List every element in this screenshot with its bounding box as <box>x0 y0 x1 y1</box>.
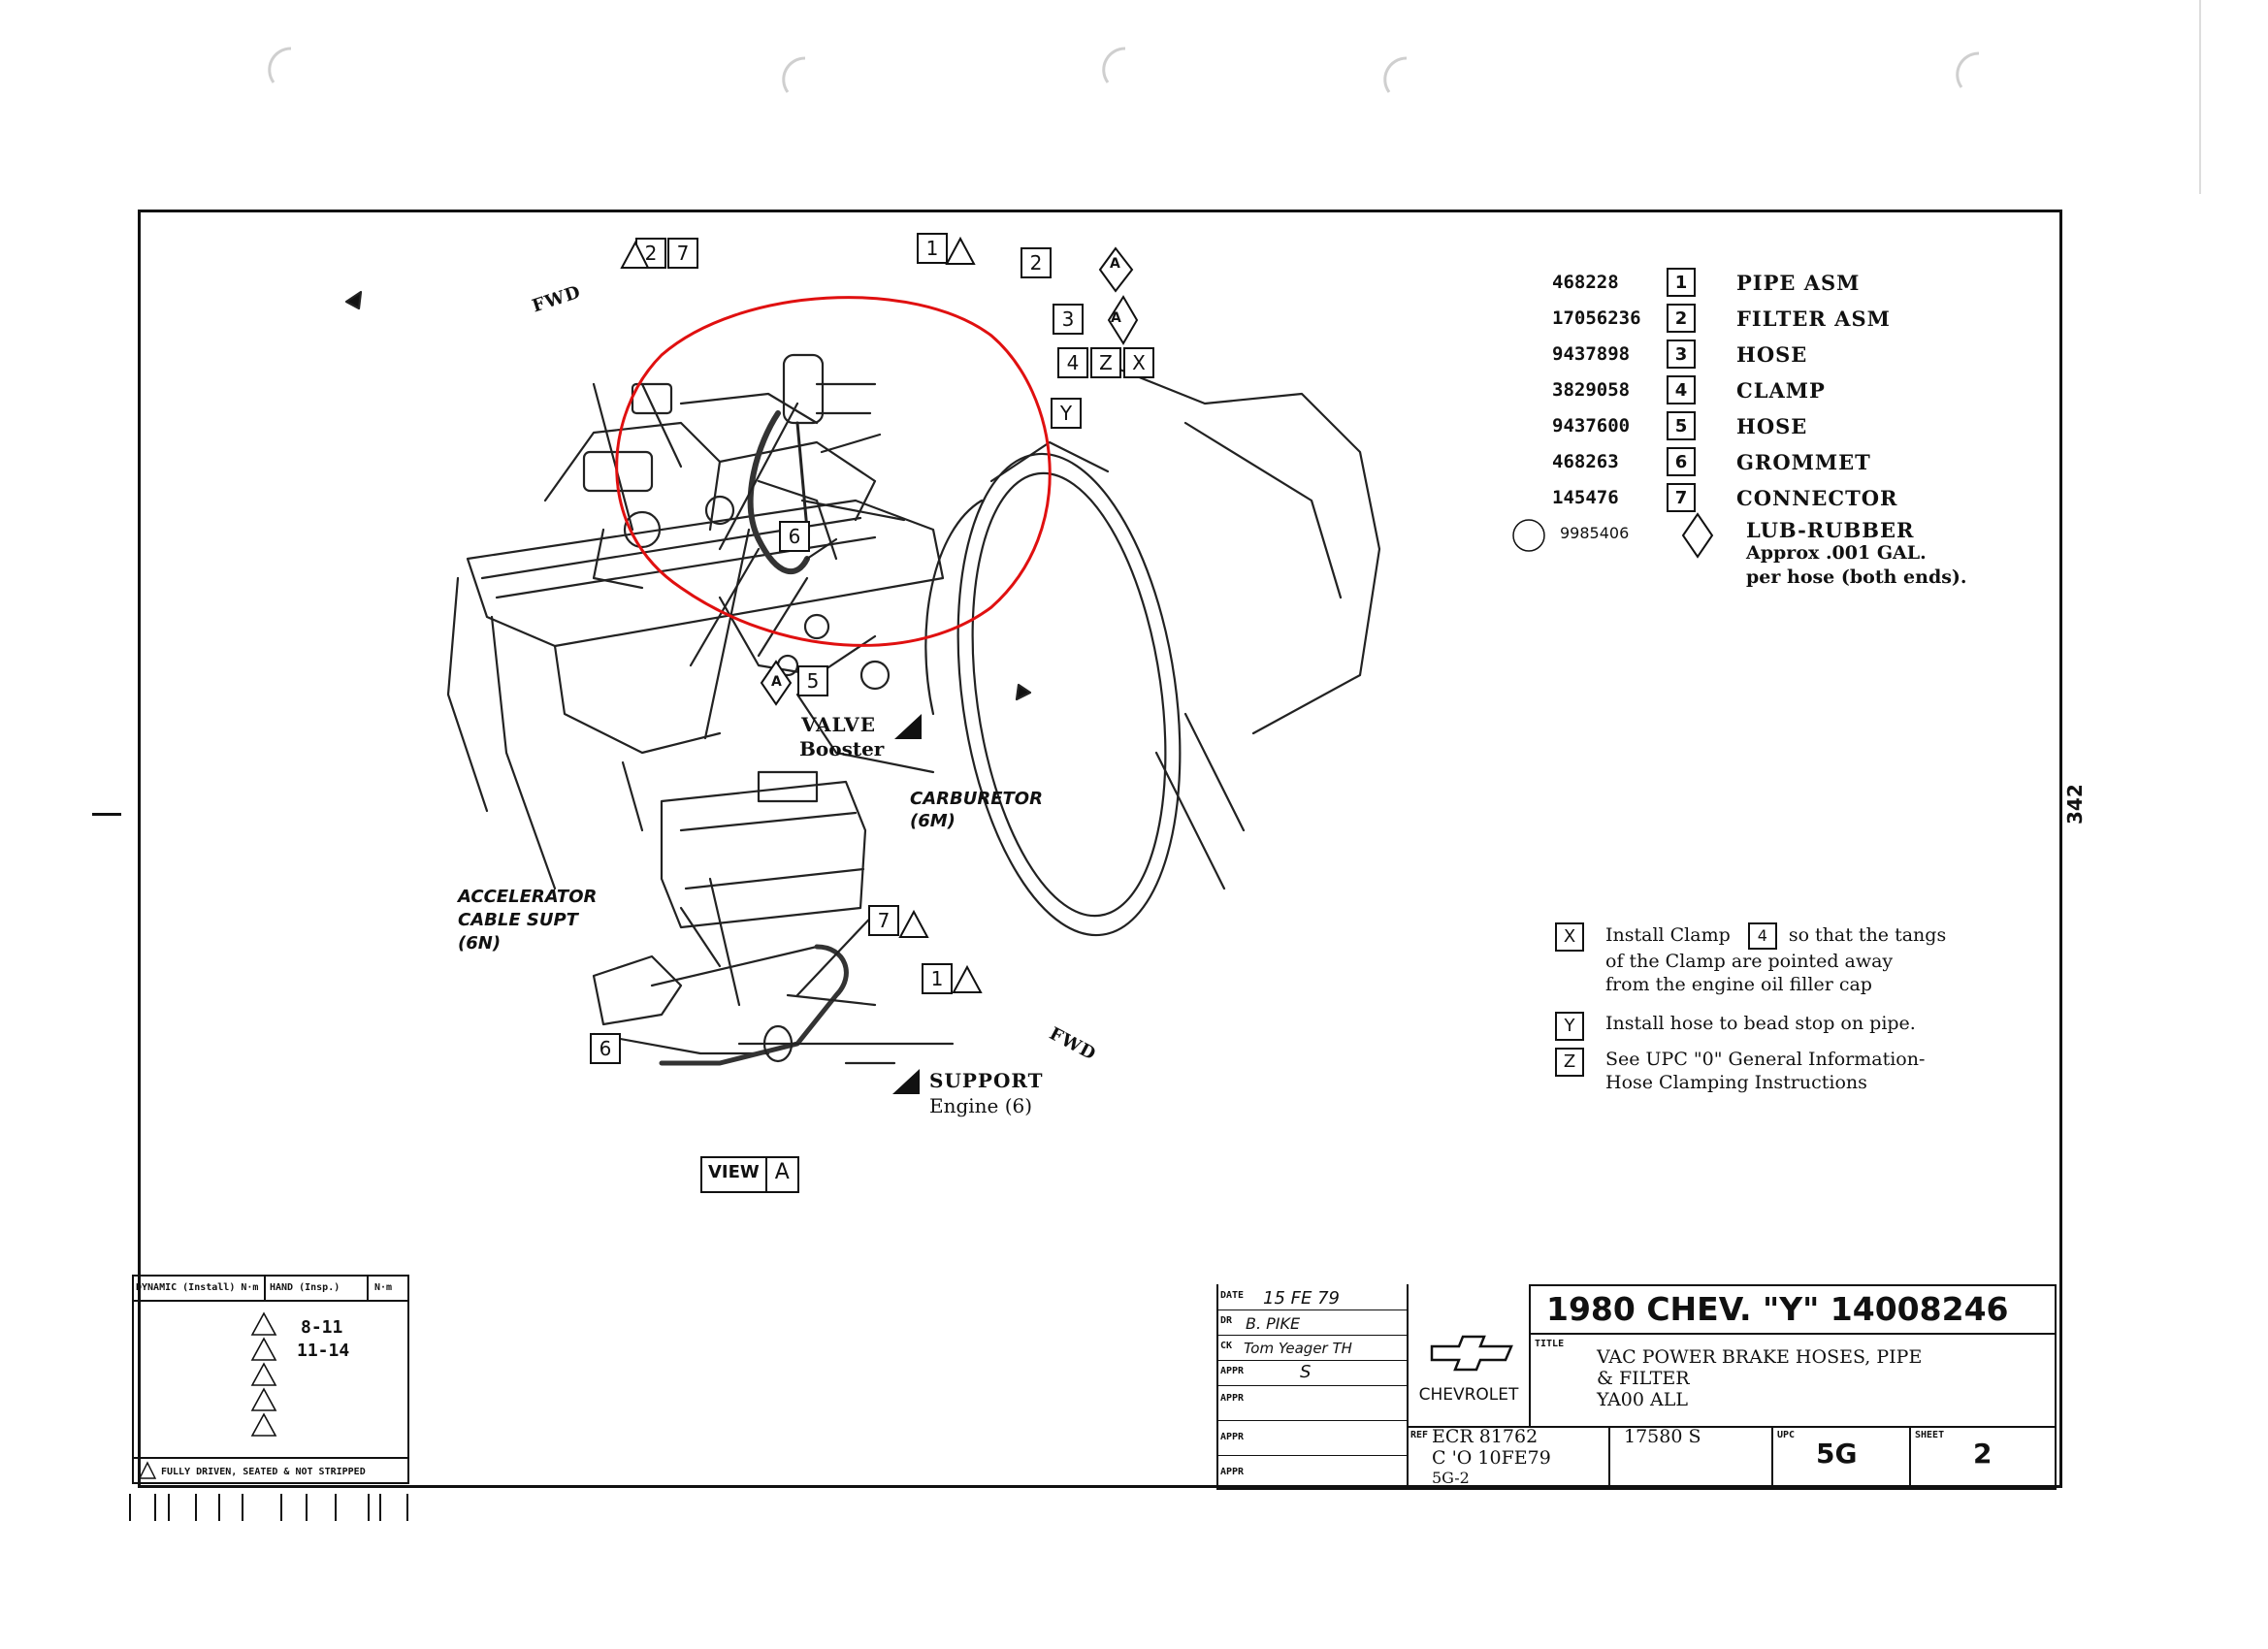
appr-value: S <box>1300 1362 1312 1382</box>
callout-2-filter: 2 <box>1021 247 1052 278</box>
view-label: VIEW <box>702 1158 767 1191</box>
view-a-tag: VIEW A <box>700 1156 799 1193</box>
torque-row-2: 11-14 <box>297 1341 350 1361</box>
carburetor-label: CARBURETOR <box>910 789 1043 809</box>
punch-holes <box>268 0 2201 194</box>
torque-footnote: FULLY DRIVEN, SEATED & NOT STRIPPED <box>161 1467 366 1477</box>
title-line-1: VAC POWER BRAKE HOSES, PIPE <box>1597 1346 1923 1368</box>
ck-label: CK <box>1220 1341 1233 1351</box>
page-number: 342 <box>2063 784 2087 824</box>
callout-x: X <box>1123 347 1154 378</box>
doc-number: 17580 S <box>1624 1426 1701 1447</box>
appr-label-4: APPR <box>1220 1467 1245 1477</box>
lub-line-1: LUB-RUBBER <box>1746 518 1915 542</box>
callout-a-label-2: A <box>771 674 782 690</box>
carburetor-code: (6M) <box>910 811 956 831</box>
booster-label: Booster <box>799 737 885 760</box>
date-value: 15 FE 79 <box>1263 1288 1340 1309</box>
callout-6-carb: 6 <box>590 1033 621 1064</box>
engine-illustration <box>344 290 1381 1066</box>
title-line-3: YA00 ALL <box>1597 1389 1688 1410</box>
brand-label: CHEVROLET <box>1418 1385 1519 1405</box>
torque-header-dynamic: DYNAMIC (Install) N·m <box>136 1282 259 1293</box>
appr-label-3: APPR <box>1220 1432 1245 1442</box>
title-block: DATE 15 FE 79 DR B. PIKE CK Tom Yeager T… <box>1216 1284 2057 1490</box>
torque-triangles <box>250 1311 277 1437</box>
accelerator-label-1: ACCELERATOR <box>458 887 598 907</box>
support-sub-label: Engine (6) <box>929 1094 1033 1117</box>
callout-1: 1 <box>917 233 948 264</box>
date-label: DATE <box>1220 1290 1245 1301</box>
lub-line-3: per hose (both ends). <box>1746 566 1967 588</box>
support-label: SUPPORT <box>929 1069 1044 1092</box>
appr-label-1: APPR <box>1220 1366 1245 1376</box>
callout-y: Y <box>1051 398 1082 429</box>
note-clamp-ref: 4 <box>1747 922 1777 950</box>
torque-header-nm: N·m <box>374 1282 393 1293</box>
valve-label: VALVE <box>801 713 876 736</box>
title-line-2: & FILTER <box>1597 1368 1690 1389</box>
note-y: Y Install hose to bead stop on pipe. <box>1555 1012 1916 1041</box>
sheet-value: 2 <box>1973 1438 1993 1470</box>
ref-line-1: ECR 81762 <box>1432 1426 1539 1447</box>
view-ref: A <box>774 1160 790 1184</box>
callout-a-label-1: A <box>1110 256 1120 272</box>
accelerator-label-2: CABLE SUPT <box>458 910 578 930</box>
callout-1-carb: 1 <box>922 963 953 994</box>
upc-label: UPC <box>1777 1430 1796 1440</box>
drawing-frame <box>138 210 2062 1488</box>
callout-5: 5 <box>797 665 828 696</box>
callout-7-carb: 7 <box>868 905 899 936</box>
callout-a-label-3: A <box>1111 310 1121 326</box>
headline: 1980 CHEV. "Y" 14008246 <box>1546 1290 2009 1328</box>
ref-line-2: C 'O 10FE79 <box>1432 1447 1551 1469</box>
chevrolet-bowtie-logo <box>1430 1335 1513 1372</box>
dr-label: DR <box>1220 1315 1233 1326</box>
callout-4: 4 <box>1057 347 1088 378</box>
callout-3: 3 <box>1053 304 1084 335</box>
title-label: TITLE <box>1535 1339 1565 1349</box>
lub-part-no: 9985406 <box>1560 524 1630 542</box>
accelerator-label-3: (6N) <box>458 933 502 954</box>
appr-label-2: APPR <box>1220 1393 1245 1404</box>
dr-value: B. PIKE <box>1246 1314 1301 1333</box>
footnote-triangle <box>138 1461 157 1479</box>
callout-7: 7 <box>667 238 698 269</box>
callout-6: 6 <box>779 521 810 552</box>
lub-line-2: Approx .001 GAL. <box>1746 542 1927 564</box>
note-z: Z See UPC "0" General Information- Hose … <box>1555 1048 1925 1094</box>
callout-2: 2 <box>635 238 666 269</box>
torque-tick-marks <box>129 1494 408 1521</box>
ref-label: REF <box>1410 1430 1429 1440</box>
sheet-label: SHEET <box>1915 1430 1945 1440</box>
markup-circle <box>615 296 1052 647</box>
margin-tick <box>92 813 121 816</box>
torque-table: DYNAMIC (Install) N·m HAND (Insp.) N·m 8… <box>132 1275 409 1484</box>
ck-value: Tom Yeager TH <box>1244 1340 1352 1357</box>
torque-row-1: 8-11 <box>301 1317 343 1338</box>
callout-z: Z <box>1090 347 1121 378</box>
upc-value: 5G <box>1816 1438 1858 1470</box>
ref-line-3: 5G-2 <box>1432 1469 1470 1487</box>
torque-header-hand: HAND (Insp.) <box>270 1282 340 1293</box>
